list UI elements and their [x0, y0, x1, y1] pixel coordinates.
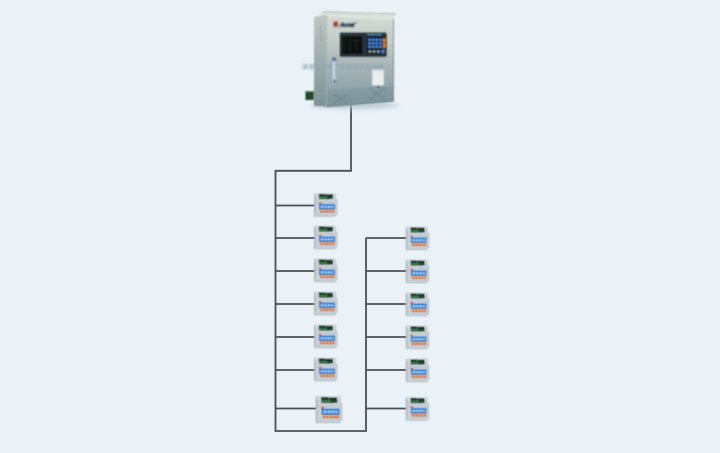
svg-text:Acrel: Acrel	[339, 22, 355, 29]
